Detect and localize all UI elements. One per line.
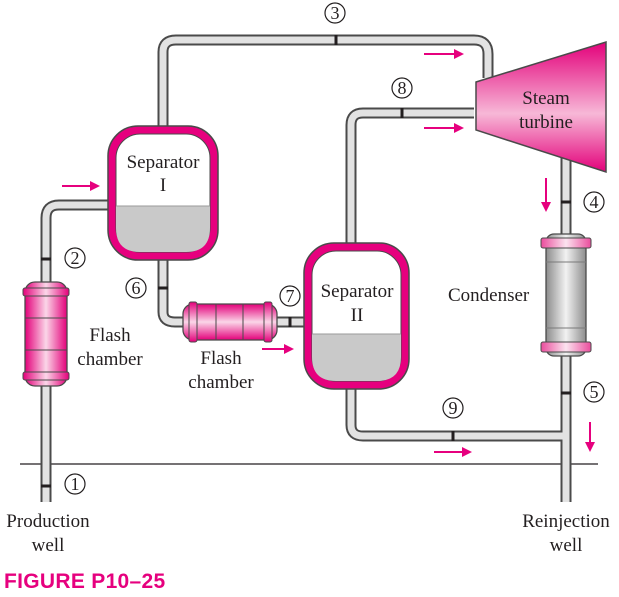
state-label-3: 3 (331, 3, 340, 23)
separator-1-label: Separator (127, 152, 200, 173)
state-label-9: 9 (449, 398, 458, 418)
state-ticks (41, 35, 571, 488)
steam-turbine-label: Steam (522, 88, 570, 109)
flash-chamber-1 (22, 281, 70, 387)
separator-1 (107, 125, 219, 261)
steam-turbine-label-2: turbine (519, 112, 573, 133)
state-point-2: 2 (64, 247, 86, 269)
state-label-6: 6 (132, 278, 141, 298)
separator-2-label: Separator (321, 281, 394, 302)
flow-arrow-icon (424, 49, 464, 59)
flash-chamber-2 (182, 301, 278, 343)
flow-arrow-icon (434, 447, 472, 457)
state-point-1: 1 (64, 473, 86, 495)
flash-chamber-1-label: Flash (89, 325, 131, 346)
state-point-8: 8 (391, 77, 413, 99)
reinjection-well-label-2: well (550, 535, 583, 556)
flow-arrow-icon (585, 422, 595, 452)
flash-chamber-2-label-2: chamber (188, 372, 254, 393)
state-label-5: 5 (590, 382, 599, 402)
state-point-9: 9 (442, 397, 464, 419)
separator-1-label-numeral: I (160, 175, 166, 196)
separator-2 (303, 242, 410, 390)
state-point-4: 4 (583, 191, 605, 213)
flow-arrow-icon (541, 178, 551, 212)
flow-arrows (62, 49, 595, 457)
state-point-7: 7 (279, 285, 301, 307)
figure-caption: FIGURE P10–25 (4, 570, 165, 593)
condenser-label: Condenser (448, 285, 530, 306)
steam-turbine (475, 40, 607, 174)
flow-arrow-icon (424, 123, 464, 133)
state-point-3: 3 (324, 2, 346, 24)
state-label-1: 1 (71, 474, 80, 494)
flow-arrow-icon (62, 181, 100, 191)
state-point-6: 6 (125, 277, 147, 299)
separator-2-label-numeral: II (351, 305, 364, 326)
flow-arrow-icon (262, 344, 294, 354)
state-point-5: 5 (583, 381, 605, 403)
production-well-label: Production (6, 511, 90, 532)
flash-chamber-2-label: Flash (200, 348, 242, 369)
state-label-8: 8 (398, 78, 407, 98)
production-well-label-2: well (32, 535, 65, 556)
flash-chamber-1-label-2: chamber (77, 349, 143, 370)
condenser (540, 233, 592, 357)
reinjection-well-label: Reinjection (522, 511, 610, 532)
state-label-4: 4 (590, 192, 599, 212)
state-label-7: 7 (286, 286, 295, 306)
state-label-2: 2 (71, 248, 80, 268)
